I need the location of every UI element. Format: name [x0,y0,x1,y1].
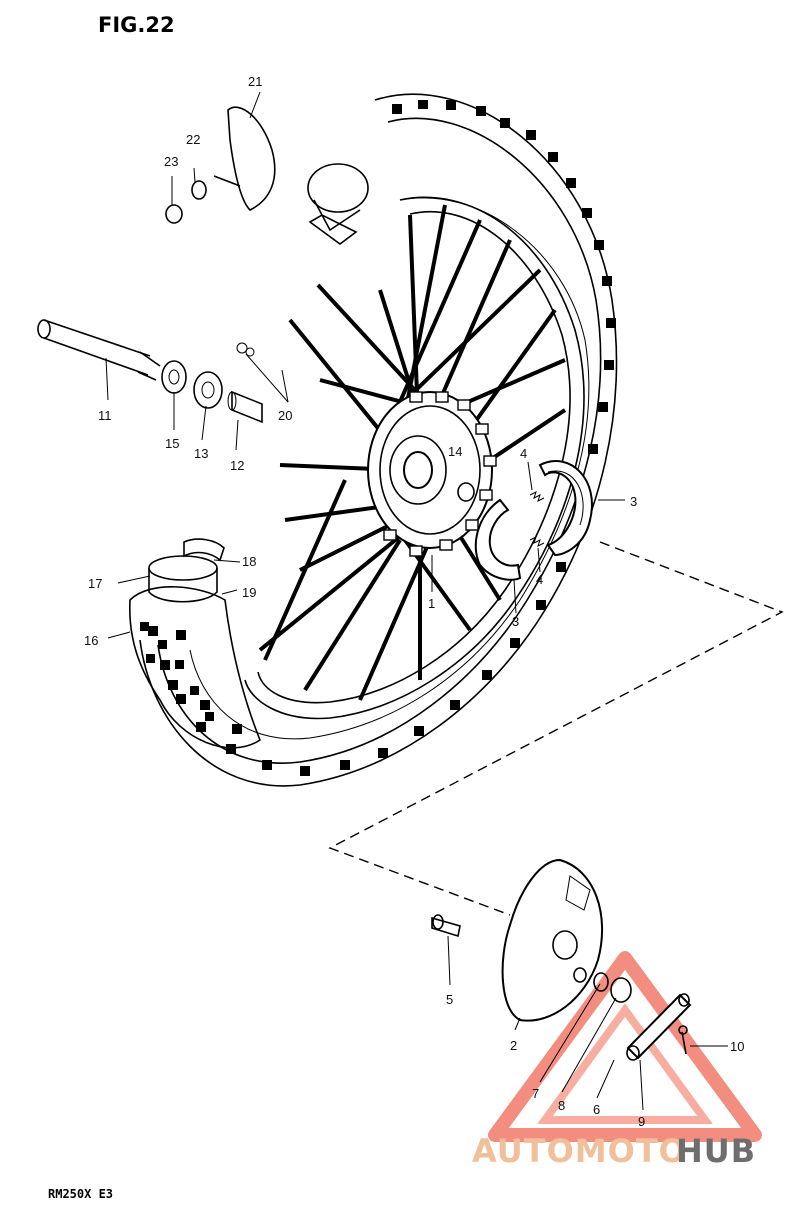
hub [367,391,497,557]
label-19: 19 [242,585,256,600]
rim [244,196,585,720]
label-5: 5 [446,992,453,1007]
label-18: 18 [242,554,256,569]
leader-lines [105,91,728,1111]
label-23: 23 [164,154,178,169]
label-4-lower: 4 [536,572,543,587]
label-11: 11 [98,408,112,423]
top-tube-section [307,163,369,245]
warning-triangle-inner [537,1003,713,1124]
axle [37,319,161,381]
label-12: 12 [230,458,244,473]
label-2: 2 [510,1038,517,1053]
washer-8 [593,972,609,992]
label-3-right: 3 [630,494,637,509]
watermark-logo: AUTOMOTO HUB [472,951,762,1170]
brake-cam-lever [626,993,692,1061]
axle-nut [161,360,187,394]
label-1: 1 [428,596,435,611]
inner-tube [148,555,218,603]
nipple-set [236,342,255,357]
label-14: 14 [448,444,462,459]
seal-6 [610,977,632,1003]
washer-22 [191,180,207,200]
label-20: 20 [278,408,292,423]
model-code: RM250X E3 [48,1187,113,1201]
label-9: 9 [638,1114,645,1129]
brake-springs [529,491,545,547]
bolt-10 [678,1025,688,1055]
part-labels: 21 22 23 11 15 13 12 20 14 4 3 4 3 1 18 … [84,74,744,1129]
brake-shoe-upper [538,460,593,557]
nut-23 [165,204,183,224]
assembly-guide-lines [328,541,784,916]
label-10: 10 [730,1039,744,1054]
label-16: 16 [84,633,98,648]
spacer [227,390,263,424]
label-13: 13 [194,446,208,461]
tire-section [128,586,261,749]
label-6: 6 [593,1102,600,1117]
label-8: 8 [558,1098,565,1113]
tire [139,93,618,787]
bearing [193,371,223,409]
label-22: 22 [186,132,200,147]
label-7: 7 [532,1086,539,1101]
rim-lock [213,106,276,211]
watermark-text-part2: HUB [676,1132,756,1170]
label-3-lower: 3 [512,614,519,629]
label-17: 17 [88,576,102,591]
bolt-5 [431,914,461,938]
brake-panel [501,858,604,1022]
figure-title: FIG.22 [98,13,175,37]
watermark-text-part1: AUTOMOTO [472,1132,687,1170]
label-4-upper: 4 [520,446,527,461]
label-21: 21 [248,74,262,89]
brake-shoe-lower [474,498,522,581]
label-15: 15 [165,436,179,451]
